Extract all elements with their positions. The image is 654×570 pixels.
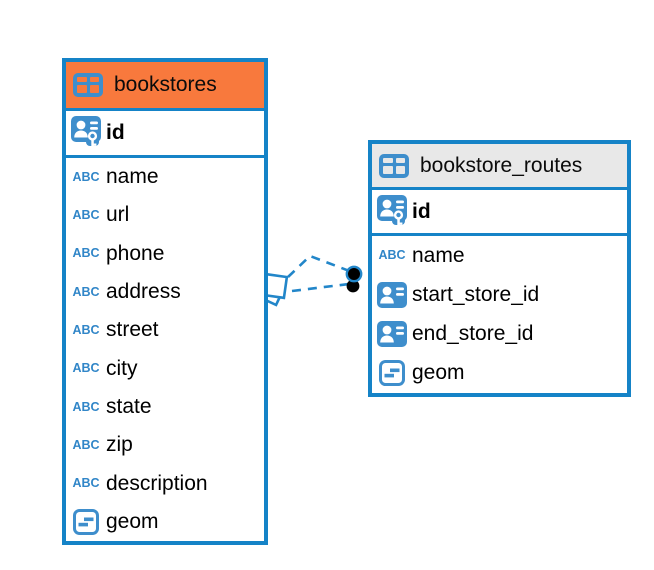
field-row-id[interactable]: id	[66, 111, 264, 158]
field-name: id	[412, 199, 431, 223]
field-row-id[interactable]: id	[372, 190, 627, 236]
field-name: address	[106, 280, 181, 304]
text-abc-icon: ABC	[72, 361, 100, 376]
field-name: description	[106, 471, 208, 495]
field-row-description[interactable]: ABC description	[66, 464, 264, 502]
person-ref-icon	[376, 281, 408, 308]
field-name: end_store_id	[412, 321, 534, 345]
table-icon	[379, 153, 409, 178]
field-name: state	[106, 394, 152, 418]
text-abc-icon: ABC	[72, 399, 100, 414]
field-name: name	[412, 243, 465, 267]
text-abc-icon: ABC	[72, 208, 100, 223]
dot-endpoint-lower[interactable]	[346, 279, 360, 293]
field-list: ABC name ABC url ABC phone ABC address A…	[66, 158, 264, 541]
field-row-street[interactable]: ABC street	[66, 311, 264, 349]
text-abc-icon: ABC	[72, 284, 100, 299]
field-row-address[interactable]: ABC address	[66, 273, 264, 311]
field-name: city	[106, 356, 138, 380]
field-name: url	[106, 203, 130, 227]
entity-bookstore-routes-header[interactable]: bookstore_routes	[372, 144, 627, 190]
text-abc-icon: ABC	[72, 323, 100, 338]
field-name: zip	[106, 433, 133, 457]
field-row-name[interactable]: ABC name	[372, 236, 627, 275]
field-name: geom	[412, 361, 465, 385]
relationship-connector	[255, 254, 363, 307]
field-name: name	[106, 165, 159, 189]
field-list: ABC name start_store_id	[372, 236, 627, 393]
field-row-start-store-id[interactable]: start_store_id	[372, 275, 627, 314]
relationship-line-lower[interactable]	[291, 282, 350, 293]
field-name: start_store_id	[412, 282, 540, 306]
field-row-zip[interactable]: ABC zip	[66, 426, 264, 464]
person-ref-icon	[376, 320, 408, 347]
entity-bookstore-routes[interactable]: bookstore_routes id ABC	[368, 140, 631, 397]
field-name: street	[106, 318, 159, 342]
entity-title: bookstore_routes	[420, 153, 583, 177]
entity-bookstores-header[interactable]: bookstores	[66, 62, 264, 111]
field-row-name[interactable]: ABC name	[66, 158, 264, 196]
field-name: id	[106, 121, 125, 144]
field-row-url[interactable]: ABC url	[66, 196, 264, 234]
text-abc-icon: ABC	[72, 476, 100, 491]
field-row-city[interactable]: ABC city	[66, 349, 264, 387]
table-icon	[73, 73, 103, 97]
field-row-geom[interactable]: geom	[66, 503, 264, 541]
text-abc-icon: ABC	[72, 437, 100, 452]
field-row-state[interactable]: ABC state	[66, 388, 264, 426]
person-key-icon	[376, 194, 408, 229]
entity-bookstores[interactable]: bookstores id ABC na	[62, 58, 268, 545]
dot-endpoint-upper[interactable]	[345, 265, 363, 283]
person-key-icon	[70, 116, 102, 150]
field-row-end-store-id[interactable]: end_store_id	[372, 314, 627, 353]
relationship-line-upper[interactable]	[287, 254, 353, 278]
field-name: geom	[106, 509, 159, 533]
field-row-geom[interactable]: geom	[372, 354, 627, 393]
geometry-icon	[70, 508, 102, 535]
geometry-icon	[376, 360, 408, 387]
text-abc-icon: ABC	[72, 246, 100, 261]
text-abc-icon: ABC	[378, 248, 406, 263]
field-name: phone	[106, 241, 165, 265]
text-abc-icon: ABC	[72, 169, 100, 184]
entity-title: bookstores	[114, 73, 217, 96]
field-row-phone[interactable]: ABC phone	[66, 235, 264, 273]
